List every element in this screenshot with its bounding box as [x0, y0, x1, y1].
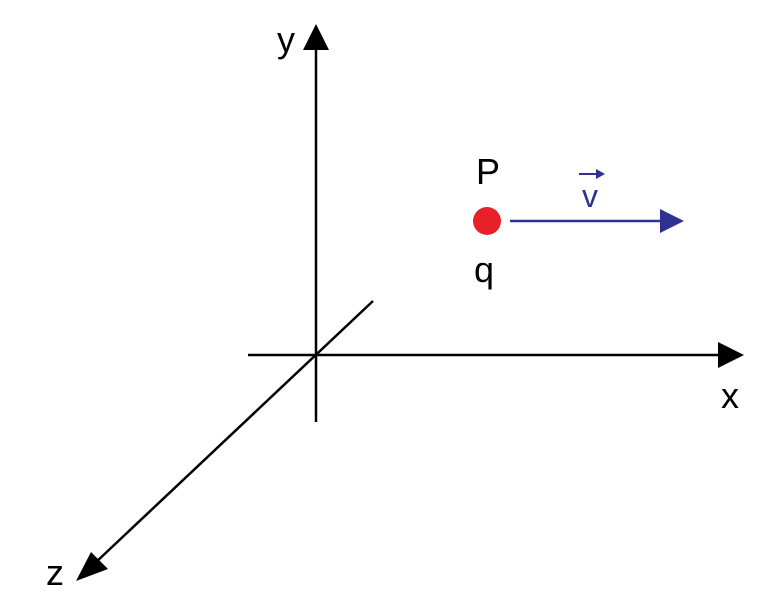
velocity-label-arrowhead — [596, 169, 605, 179]
z-axis-arrowhead — [76, 552, 108, 581]
z-axis-label: z — [46, 552, 64, 593]
z-axis — [93, 300, 374, 565]
x-axis-label: x — [721, 375, 739, 416]
velocity-label: v — [582, 178, 598, 214]
point-label: P — [476, 151, 500, 192]
y-axis-arrowhead — [303, 24, 329, 50]
velocity-arrowhead — [660, 209, 684, 233]
charge-label: q — [474, 249, 494, 290]
y-axis-label: y — [277, 19, 295, 60]
x-axis-arrowhead — [718, 342, 744, 368]
charge-point — [473, 207, 501, 235]
